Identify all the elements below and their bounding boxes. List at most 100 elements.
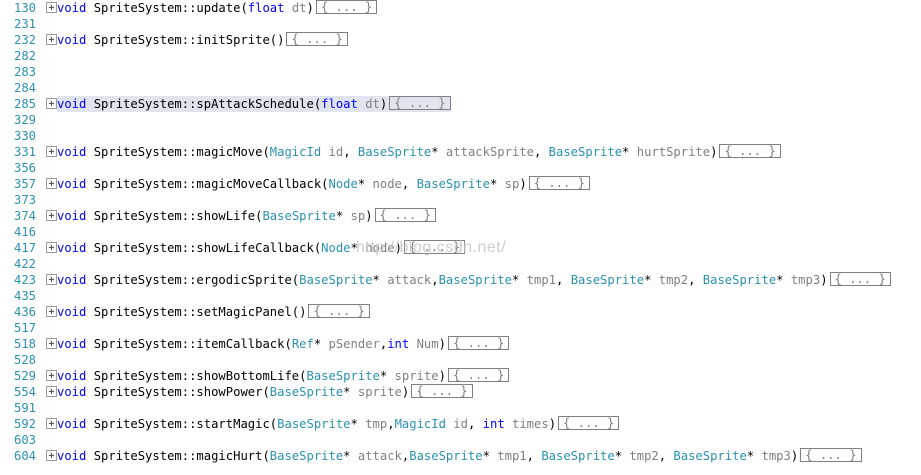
parameter-token: sprite bbox=[387, 369, 439, 383]
code-line[interactable]: 517 bbox=[0, 320, 921, 336]
code-line[interactable]: 283 bbox=[0, 64, 921, 80]
collapsed-block-button[interactable]: { ... } bbox=[315, 0, 378, 14]
code-line[interactable]: 423 void SpriteSystem::ergodicSprite(Base… bbox=[0, 272, 921, 288]
collapsed-block-button[interactable]: { ... } bbox=[389, 96, 451, 110]
line-number: 423 bbox=[13, 273, 36, 287]
keyword-token: void bbox=[57, 449, 87, 463]
line-number: 130 bbox=[13, 1, 36, 15]
code-line[interactable]: 416 bbox=[0, 224, 921, 240]
code-token: SpriteSystem::showBottomLife( bbox=[86, 369, 307, 383]
code-line[interactable]: 435 bbox=[0, 288, 921, 304]
expand-plus-icon[interactable] bbox=[46, 98, 57, 109]
parameter-token: attackSprite bbox=[438, 145, 534, 159]
code-token: * bbox=[335, 209, 344, 223]
type-token: MagicId bbox=[394, 417, 446, 431]
code-text: void SpriteSystem::showBottomLife(BaseSp… bbox=[57, 368, 510, 384]
collapsed-block-button[interactable]: { ... } bbox=[403, 240, 466, 254]
code-token: * bbox=[614, 449, 623, 463]
line-number: 374 bbox=[13, 209, 36, 223]
code-text: void SpriteSystem::magicMoveCallback(Nod… bbox=[57, 176, 591, 192]
expand-plus-icon[interactable] bbox=[46, 418, 57, 429]
keyword-token: float bbox=[321, 97, 358, 111]
code-token: SpriteSystem::ergodicSprite( bbox=[86, 273, 300, 287]
line-number: 284 bbox=[13, 81, 36, 95]
code-text: void SpriteSystem::ergodicSprite(BaseSpr… bbox=[57, 272, 891, 288]
collapsed-block-button[interactable]: { ... } bbox=[411, 384, 473, 398]
collapsed-block-button[interactable]: { ... } bbox=[829, 272, 891, 286]
expand-plus-icon[interactable] bbox=[46, 386, 57, 397]
code-line[interactable]: 591 bbox=[0, 400, 921, 416]
keyword-token: void bbox=[57, 33, 87, 47]
collapsed-block-button[interactable]: { ... } bbox=[800, 448, 862, 462]
expand-plus-icon[interactable] bbox=[46, 306, 57, 317]
code-line[interactable]: 529 void SpriteSystem::showBottomLife(Bas… bbox=[0, 368, 921, 384]
parameter-token: sp bbox=[497, 177, 520, 191]
code-line[interactable]: 282 bbox=[0, 48, 921, 64]
expand-plus-icon[interactable] bbox=[46, 2, 57, 13]
code-token: , bbox=[556, 273, 571, 287]
expand-plus-icon[interactable] bbox=[46, 210, 57, 221]
expand-plus-icon[interactable] bbox=[46, 338, 57, 349]
code-line[interactable]: 528 bbox=[0, 352, 921, 368]
code-line[interactable]: 231 bbox=[0, 16, 921, 32]
line-number: 330 bbox=[13, 129, 36, 143]
code-token: * bbox=[343, 449, 351, 463]
expand-plus-icon[interactable] bbox=[46, 450, 57, 461]
code-token: ) bbox=[394, 241, 402, 255]
code-line[interactable]: 422 bbox=[0, 256, 921, 272]
collapsed-block-button[interactable]: { ... } bbox=[286, 32, 348, 46]
code-token: ) bbox=[820, 273, 828, 287]
parameter-token: tmp bbox=[357, 417, 388, 431]
line-number: 529 bbox=[13, 369, 36, 383]
parameter-token: sprite bbox=[350, 385, 402, 399]
code-token: ) bbox=[710, 145, 718, 159]
code-line[interactable]: 330 bbox=[0, 128, 921, 144]
code-line[interactable]: 356 bbox=[0, 160, 921, 176]
keyword-token: int bbox=[387, 337, 410, 351]
parameter-token: tmp2 bbox=[651, 273, 689, 287]
code-line[interactable]: 329 bbox=[0, 112, 921, 128]
code-token: ) bbox=[790, 449, 799, 463]
code-token: * bbox=[622, 145, 630, 159]
collapsed-block-button[interactable]: { ... } bbox=[447, 336, 510, 350]
collapsed-block-button[interactable]: { ... } bbox=[374, 208, 436, 222]
line-number: 528 bbox=[13, 353, 36, 367]
watermark: http://blog.csdn.net/ bbox=[356, 239, 507, 256]
expand-plus-icon[interactable] bbox=[46, 146, 57, 157]
collapsed-block-button[interactable]: { ... } bbox=[308, 304, 370, 318]
expand-plus-icon[interactable] bbox=[46, 370, 57, 381]
line-number: 518 bbox=[13, 337, 36, 351]
expand-plus-icon[interactable] bbox=[46, 274, 57, 285]
collapsed-block-button[interactable]: { ... } bbox=[719, 144, 781, 158]
code-token: * bbox=[431, 145, 439, 159]
collapsed-block-button[interactable]: { ... } bbox=[558, 416, 620, 430]
line-number: 554 bbox=[13, 385, 36, 399]
collapsed-block-button[interactable]: { ... } bbox=[528, 176, 591, 190]
code-line[interactable]: 603 bbox=[0, 432, 921, 448]
expand-plus-icon[interactable] bbox=[46, 178, 57, 189]
type-token: BaseSprite bbox=[438, 273, 512, 287]
code-token: SpriteSystem::setMagicPanel() bbox=[86, 305, 307, 319]
code-line[interactable]: 284 bbox=[0, 80, 921, 96]
type-token: BaseSprite bbox=[570, 273, 645, 287]
code-token: * bbox=[489, 177, 498, 191]
expand-plus-icon[interactable] bbox=[46, 242, 57, 253]
line-number: 331 bbox=[13, 145, 36, 159]
expand-plus-icon[interactable] bbox=[46, 34, 57, 45]
collapsed-block-button[interactable]: { ... } bbox=[447, 368, 510, 382]
code-token: SpriteSystem::showPower( bbox=[86, 385, 270, 399]
code-line[interactable]: 373 bbox=[0, 192, 921, 208]
